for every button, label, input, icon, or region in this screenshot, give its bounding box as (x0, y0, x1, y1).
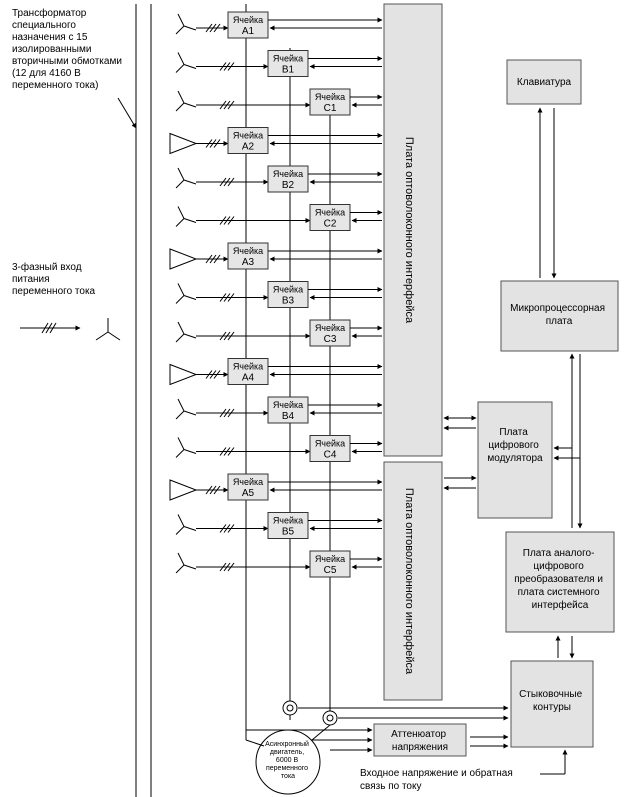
feedback-label: Входное напряжение и обратная связь по т… (360, 767, 516, 792)
cell-code-label: A2 (242, 142, 255, 153)
modulator-block: Плата цифрового модулятора (477, 401, 553, 519)
svg-text:Аттенюатор напряжения: Аттенюатор напряжения (391, 729, 449, 753)
cell-code-label: B5 (282, 527, 295, 538)
wye-winding-icon (177, 52, 185, 65)
cell-code-label: C5 (324, 565, 337, 576)
cell-word-label: Ячейка (315, 323, 345, 333)
cell-code-label: C1 (324, 103, 337, 114)
keyboard-label: Клавиатура (517, 77, 572, 88)
cell-word-label: Ячейка (273, 516, 303, 526)
adc-block: Плата аналого- цифрового преобразователя… (505, 531, 615, 633)
wye-winding-icon (177, 13, 185, 27)
svg-text:Асинхронный двигатель,: Асинхронный двигатель, 6000 В переменног… (265, 740, 311, 780)
wye-winding-icon (177, 514, 185, 527)
svg-text:Стыковочные контуры: Стыковочные контуры (519, 689, 585, 713)
attenuator-block: Аттенюатор напряжения (373, 723, 467, 757)
cell-code-label: B3 (282, 296, 295, 307)
cell-word-label: Ячейка (233, 15, 263, 25)
cell-code-label: C2 (324, 219, 337, 230)
current-sensor-1 (282, 700, 298, 716)
interface-circuits-block: Стыковочные контуры (510, 660, 594, 748)
cell-word-label: Ячейка (315, 208, 345, 218)
cell-code-label: A4 (242, 373, 255, 384)
wye-winding-icon (177, 90, 185, 104)
delta-winding-icon (169, 132, 198, 155)
keyboard-block: Клавиатура (506, 59, 582, 105)
fiber-board-1: Плата оптоволоконного интерфейса (383, 3, 443, 457)
cell-word-label: Ячейка (233, 362, 263, 372)
cell-word-label: Ячейка (273, 169, 303, 179)
cell-code-label: A1 (242, 26, 255, 37)
motor-circle: Асинхронный двигатель, 6000 В переменног… (255, 729, 321, 795)
cell-word-label: Ячейка (233, 131, 263, 141)
cell-word-label: Ячейка (315, 439, 345, 449)
wye-winding-icon (177, 283, 185, 296)
wye-winding-icon (177, 398, 185, 412)
delta-winding-icon (169, 248, 198, 270)
delta-winding-icon (169, 363, 198, 386)
wye-winding-icon (177, 437, 185, 450)
fiber-board-1-label: Плата оптоволоконного интерфейса (403, 137, 415, 324)
svg-text:Плата аналого- цифрового: Плата аналого- цифрового преобразователя… (514, 548, 606, 611)
microprocessor-block: Микропроцессорная плата (500, 280, 619, 352)
cell-word-label: Ячейка (315, 554, 345, 564)
svg-text:Микропроцессорная плата: Микропроцессорная плата (510, 303, 608, 327)
wye-winding-icon (177, 206, 185, 219)
transformer-pointer (117, 97, 137, 129)
cell-word-label: Ячейка (315, 92, 345, 102)
wye-winding-icon (177, 552, 185, 566)
delta-winding-icon (169, 479, 198, 501)
cell-code-label: C4 (324, 450, 337, 461)
wye-winding-icon (177, 321, 185, 335)
cell-word-label: Ячейка (273, 54, 303, 64)
cell-word-label: Ячейка (233, 246, 263, 256)
wye-winding-icon (177, 167, 185, 181)
cell-word-label: Ячейка (273, 400, 303, 410)
cell-word-label: Ячейка (233, 477, 263, 487)
power-cells: ЯчейкаA1ЯчейкаB1ЯчейкаC1ЯчейкаA2ЯчейкаB2… (227, 11, 383, 578)
three-phase-input-symbol (20, 318, 121, 341)
cell-code-label: A5 (242, 488, 255, 499)
fiber-board-2: Плата оптоволоконного интерфейса (383, 461, 443, 701)
fiber-board-2-label: Плата оптоволоконного интерфейса (403, 488, 415, 675)
cell-code-label: B1 (282, 65, 295, 76)
cell-code-label: B4 (282, 411, 295, 422)
cell-word-label: Ячейка (273, 285, 303, 295)
current-sensor-2 (322, 710, 338, 726)
transformer-label: Трансформатор специального назначения с … (12, 7, 125, 91)
cell-code-label: C3 (324, 334, 337, 345)
svg-text:Плата цифрового мо: Плата цифрового модулятора (487, 427, 543, 464)
cell-code-label: B2 (282, 180, 295, 191)
input-label: 3-фазный вход питания переменного тока (12, 261, 96, 297)
cell-code-label: A3 (242, 257, 255, 268)
secondary-windings (169, 13, 311, 574)
